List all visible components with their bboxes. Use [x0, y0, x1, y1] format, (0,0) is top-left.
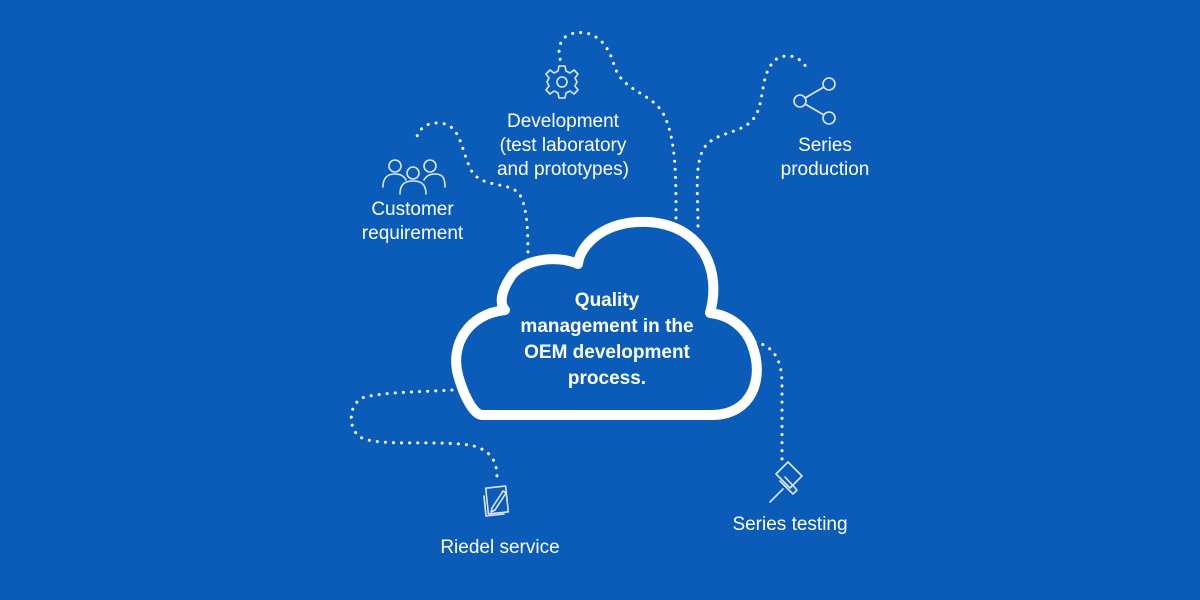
node-customer-requirement-line: Customer [371, 199, 454, 220]
node-series-testing-line: Series testing [732, 514, 848, 535]
users-icon [382, 159, 446, 195]
pushpin-icon [769, 461, 803, 503]
center-line: OEM development [524, 342, 690, 363]
connector-riedel-service [349, 388, 499, 480]
gear-icon [545, 65, 579, 99]
center-title: Quality management in the OEM developmen… [492, 288, 722, 392]
node-development: Development (test laboratory and prototy… [478, 110, 648, 182]
node-series-production-line: Series [798, 135, 852, 156]
node-series-testing: Series testing [715, 513, 865, 537]
node-series-production-line: production [780, 159, 870, 180]
node-riedel-service-line: Riedel service [440, 537, 560, 558]
connector-series-production [695, 54, 810, 228]
node-series-production: Series production [750, 134, 900, 182]
center-line: management in the [520, 316, 694, 337]
quality-cloud [451, 216, 762, 420]
node-development-line: (test laboratory [499, 135, 627, 156]
notepad-pencil-icon [483, 485, 510, 517]
node-development-line: and prototypes) [496, 159, 630, 180]
node-customer-requirement-line: requirement [361, 223, 464, 244]
center-line: Quality [574, 290, 640, 311]
node-development-line: Development [507, 111, 619, 132]
share-icon [793, 77, 836, 125]
connector-development [557, 31, 678, 220]
connector-customer-requirement [414, 121, 530, 262]
node-customer-requirement: Customer requirement [340, 198, 485, 246]
center-line: process. [567, 368, 647, 389]
connector-series-testing [753, 340, 784, 464]
node-riedel-service: Riedel service [420, 536, 580, 560]
